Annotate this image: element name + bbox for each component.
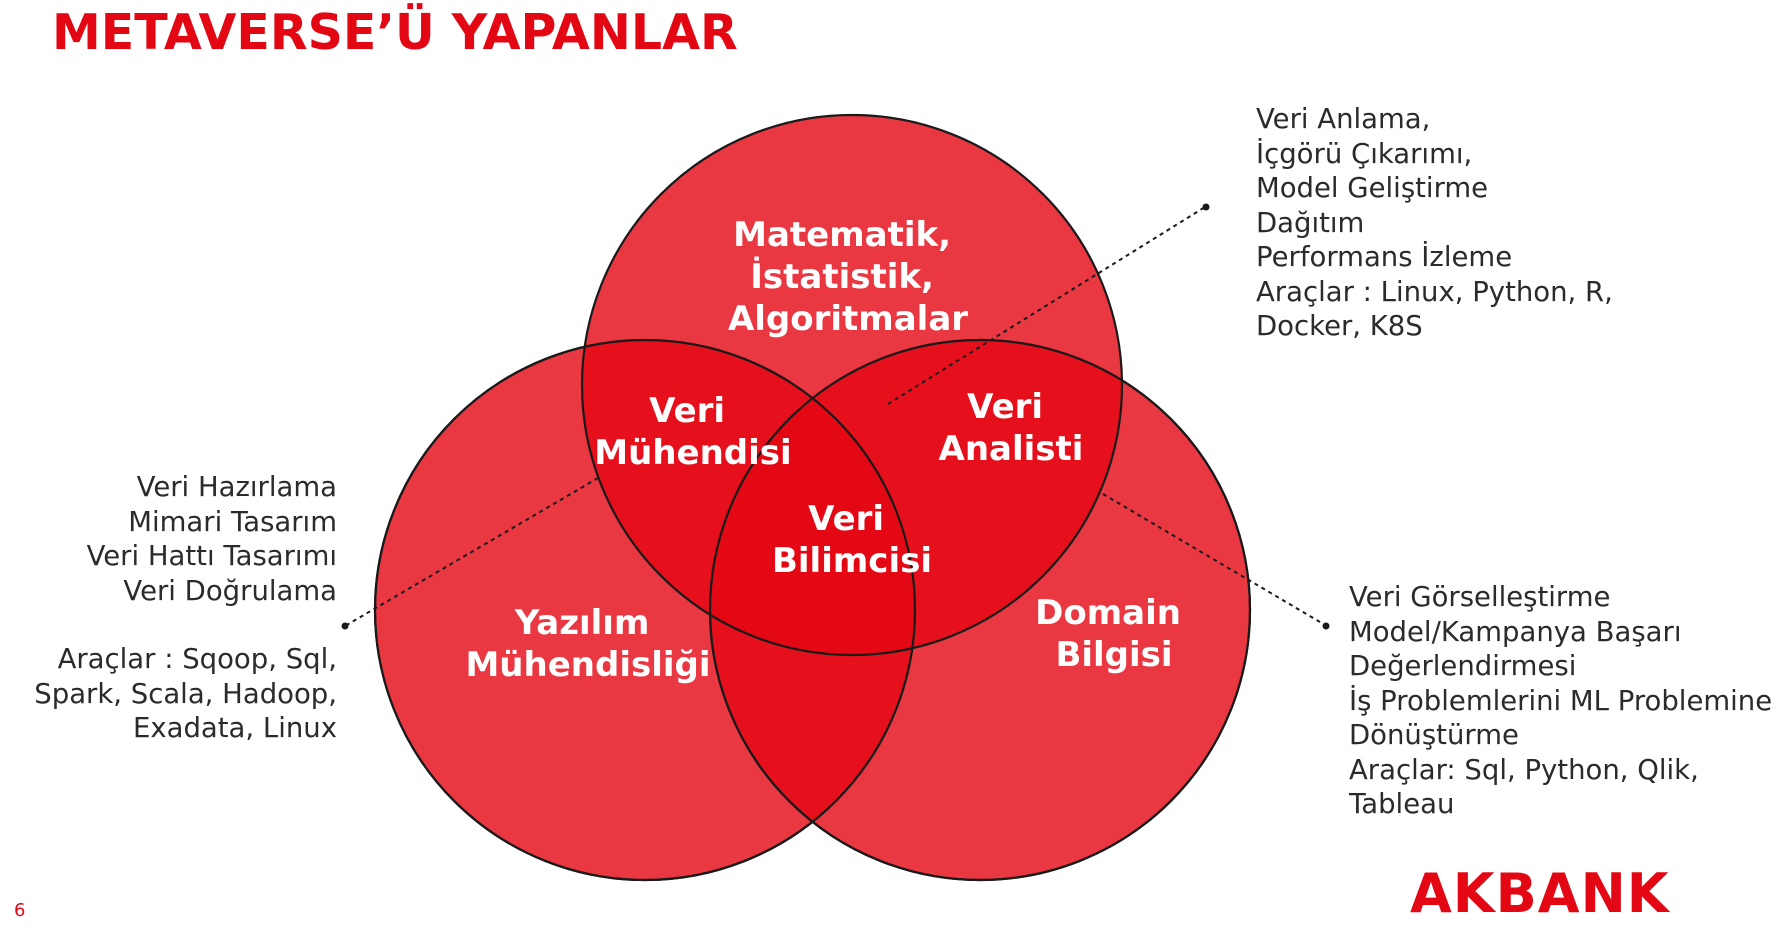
left-info-tools-line: Araçlar : Sqoop, Sql, bbox=[57, 643, 337, 675]
leader-lines bbox=[344, 206, 1326, 627]
top-right-info-block: Veri Anlama, İçgörü Çıkarımı, Model Geli… bbox=[1256, 102, 1613, 344]
intersection-top-right-line-1: Veri bbox=[967, 387, 1043, 427]
leader-line-top-right bbox=[887, 206, 1206, 405]
intersection-center-line-2: Bilimcisi bbox=[772, 541, 932, 581]
leader-dots bbox=[341, 203, 1330, 630]
left-info-line: Mimari Tasarım bbox=[128, 505, 337, 538]
leader-line-bottom-right bbox=[1102, 493, 1326, 626]
intersection-top-left-line-2: Mühendisi bbox=[594, 433, 791, 473]
left-info-line: Veri Hazırlama bbox=[136, 471, 337, 503]
circle-top-line-1: Matematik, bbox=[733, 215, 951, 255]
circle-right-line-2: Bilgisi bbox=[1055, 635, 1172, 675]
circle-top-line-2: İstatistik, bbox=[750, 256, 934, 297]
top-right-info-line: Dağıtım bbox=[1256, 206, 1365, 239]
top-right-info-line: Performans İzleme bbox=[1256, 241, 1513, 273]
intersection-top-right-label: Veri Analisti bbox=[939, 387, 1084, 469]
circle-left-line-1: Yazılım bbox=[514, 603, 650, 643]
circle-top bbox=[580, 113, 1124, 657]
bottom-right-info-line: Dönüştürme bbox=[1349, 719, 1519, 751]
circle-left-outline bbox=[373, 338, 917, 882]
page-title: METAVERSE’Ü YAPANLAR bbox=[52, 4, 738, 61]
venn-circles bbox=[373, 113, 1252, 882]
bottom-right-info-block: Veri Görselleştirme Model/Kampanya Başar… bbox=[1349, 580, 1772, 822]
bottom-right-info-line: Tableau bbox=[1349, 788, 1455, 820]
left-info-line: Veri Hattı Tasarımı bbox=[86, 540, 337, 572]
intersection-top-right-line-2: Analisti bbox=[939, 429, 1084, 469]
top-right-info-line: Veri Anlama, bbox=[1256, 103, 1431, 135]
leader-line-left bbox=[344, 477, 599, 627]
intersection-top-left-label: Veri Mühendisi bbox=[594, 391, 791, 473]
intersection-center-label: Veri Bilimcisi bbox=[772, 499, 932, 581]
intersection-top-left-line-1: Veri bbox=[649, 391, 725, 431]
circle-left-line-2: Mühendisliği bbox=[465, 645, 710, 685]
circle-top-label: Matematik, İstatistik, Algoritmalar bbox=[728, 215, 968, 339]
bottom-right-info-line: Değerlendirmesi bbox=[1349, 650, 1577, 682]
bottom-right-info-line: Model/Kampanya Başarı bbox=[1349, 615, 1682, 648]
leader-dot-top-right bbox=[1202, 203, 1210, 211]
page-number: 6 bbox=[14, 900, 26, 921]
left-info-spacer bbox=[34, 608, 337, 642]
left-info-tools-line: Exadata, Linux bbox=[132, 712, 337, 744]
circle-right-outline bbox=[708, 338, 1252, 882]
circle-left-label: Yazılım Mühendisliği bbox=[465, 603, 710, 685]
top-right-info-line: Model Geliştirme bbox=[1256, 172, 1489, 204]
circle-top-line-3: Algoritmalar bbox=[728, 299, 968, 339]
akbank-logo: AKBANK bbox=[1410, 862, 1670, 925]
top-right-info-line: İçgörü Çıkarımı, bbox=[1256, 137, 1473, 170]
top-right-info-line: Araçlar : Linux, Python, R, bbox=[1256, 275, 1613, 308]
circle-right-line-1: Domain bbox=[1035, 593, 1181, 633]
left-info-line: Veri Doğrulama bbox=[123, 574, 337, 607]
top-right-info-line: Docker, K8S bbox=[1256, 310, 1423, 342]
circle-right-label: Domain Bilgisi bbox=[1035, 593, 1193, 675]
bottom-right-info-line: Araçlar: Sql, Python, Qlik, bbox=[1349, 753, 1699, 786]
left-info-tools-line: Spark, Scala, Hadoop, bbox=[34, 677, 337, 710]
bottom-right-info-line: Veri Görselleştirme bbox=[1349, 581, 1611, 613]
leader-dot-left bbox=[341, 622, 349, 630]
left-info-block: Veri Hazırlama Mimari Tasarım Veri Hattı… bbox=[34, 470, 337, 746]
leader-dot-bottom-right bbox=[1322, 622, 1330, 630]
intersection-center-line-1: Veri bbox=[808, 499, 884, 539]
bottom-right-info-line: İş Problemlerini ML Problemine bbox=[1349, 684, 1773, 717]
